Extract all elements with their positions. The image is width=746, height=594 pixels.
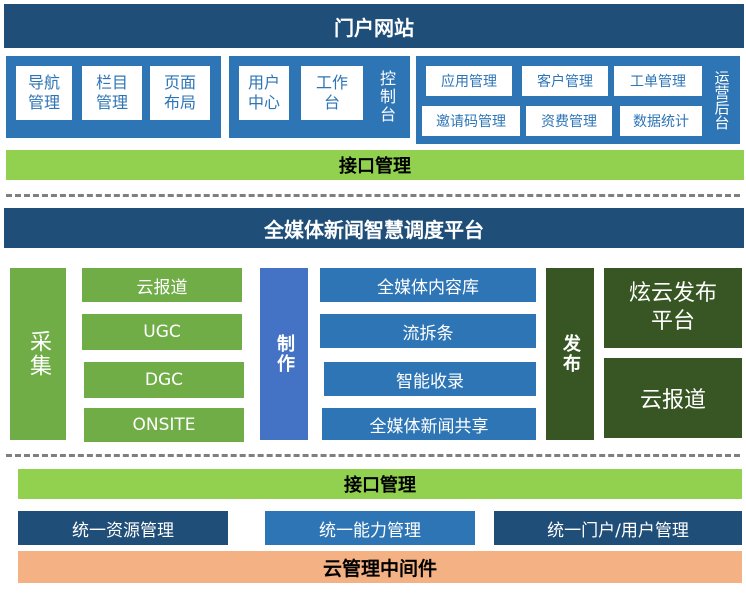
produce-item-news-share: 全媒体新闻共享 [322, 408, 536, 440]
console-label: 控制台 [377, 70, 396, 124]
publish-item-cloud-report: 云报道 [604, 358, 742, 438]
mgmt-unified-portal-user: 统一门户/用户管理 [494, 511, 742, 545]
interface-bar-bottom: 接口管理 [18, 469, 742, 499]
publish-item-xuanyun: 炫云发布平台 [604, 268, 742, 348]
ops-group: 应用管理 客户管理 工单管理 邀请码管理 资费管理 数据统计 运营后台 [416, 56, 740, 144]
mgmt-unified-capability: 统一能力管理 [265, 511, 475, 545]
ops-label: 运营后台 [712, 70, 731, 130]
portal-title: 门户网站 [4, 4, 744, 48]
separator-top [6, 194, 740, 197]
nav-item-guide: 导航管理 [16, 66, 72, 120]
produce-item-content-library: 全媒体内容库 [320, 268, 536, 302]
ops-item-billing-mgmt: 资费管理 [526, 106, 612, 136]
nav-item-column: 栏目管理 [82, 66, 142, 120]
mgmt-unified-resource: 统一资源管理 [18, 511, 228, 545]
separator-bottom [6, 454, 740, 457]
ops-item-invite-mgmt: 邀请码管理 [422, 106, 520, 136]
collect-item-cloud-report: 云报道 [82, 268, 242, 302]
publish-label: 发布 [546, 268, 594, 440]
platform-title: 全媒体新闻智慧调度平台 [4, 208, 744, 248]
ops-item-ticket-mgmt: 工单管理 [614, 66, 702, 96]
console-group: 用户中心 工作台 控制台 [229, 56, 410, 138]
collect-item-dgc: DGC [84, 362, 244, 398]
ops-item-data-stats: 数据统计 [620, 106, 702, 136]
produce-item-smart-ingest: 智能收录 [324, 362, 536, 396]
collect-label: 采集 [10, 268, 66, 440]
produce-label: 制作 [260, 268, 308, 440]
ops-item-customer-mgmt: 客户管理 [522, 66, 608, 96]
ops-item-app-mgmt: 应用管理 [426, 66, 512, 96]
produce-item-stream-split: 流拆条 [320, 314, 536, 348]
middleware-bar: 云管理中间件 [18, 551, 742, 583]
nav-item-layout: 页面布局 [150, 66, 210, 120]
collect-item-ugc: UGC [82, 314, 242, 350]
console-item-user-center: 用户中心 [239, 66, 289, 120]
collect-item-onsite: ONSITE [84, 408, 244, 442]
nav-group: 导航管理 栏目管理 页面布局 [6, 56, 221, 138]
interface-bar-top: 接口管理 [6, 150, 744, 180]
console-item-workbench: 工作台 [301, 66, 363, 120]
